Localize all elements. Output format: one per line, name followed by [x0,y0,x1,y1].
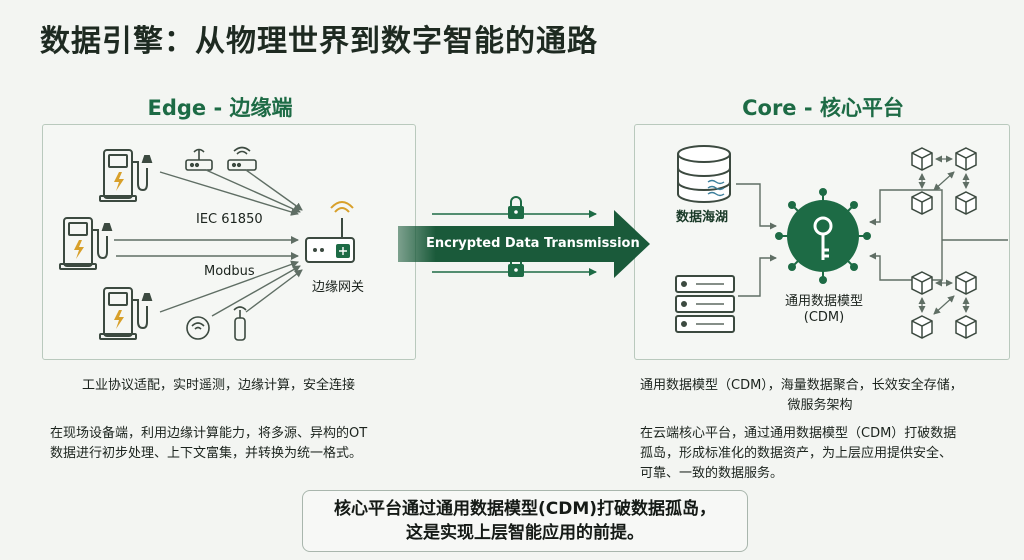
edge-description-line2: 数据进行初步处理、上下文富集，并转换为统一格式。 [50,446,363,461]
core-description-line2: 孤岛，形成标准化的数据资产，为上层应用提供安全、 [640,446,953,461]
edge-gateway-icon [305,201,355,263]
data-lake-label: 数据海湖 [676,210,729,225]
router-icon [185,148,213,171]
core-summary-line2: 微服务架构 [787,398,853,413]
sensor-icon [186,316,210,340]
ev-charger-icon [99,287,153,340]
edge-description-line1: 在现场设备端，利用边缘计算能力，将多源、异构的OT [50,426,368,441]
edge-summary: 工业协议适配，实时遥测，边缘计算，安全连接 [82,378,356,393]
modem-icon [227,146,257,171]
edge-gateway-label: 边缘网关 [312,280,365,295]
conclusion-line2: 这是实现上层智能应用的前提。 [406,523,644,543]
cdm-label-abbr: (CDM) [803,310,845,325]
transmission-arrow [398,210,650,278]
ev-charger-icon [59,217,113,270]
database-icon [677,145,731,203]
server-rack-icon [675,275,735,333]
ev-charger-icon [99,149,153,202]
conclusion-box: 核心平台通过通用数据模型(CDM)打破数据孤岛， 这是实现上层智能应用的前提。 [302,490,748,552]
iot-sensor-icon [233,306,247,341]
edge-section-title: Edge - 边缘端 [147,96,293,120]
core-summary-line1: 通用数据模型（CDM），海量数据聚合，长效安全存储， [640,378,963,393]
transmission-label: Encrypted Data Transmission [426,236,640,251]
protocol-label-modbus: Modbus [204,264,255,279]
microservice-cluster-icon [911,147,977,215]
core-description-line1: 在云端核心平台，通过通用数据模型（CDM）打破数据 [640,426,957,441]
page-title: 数据引擎：从物理世界到数字智能的通路 [40,24,598,59]
core-section-title: Core - 核心平台 [742,96,904,120]
conclusion-line1: 核心平台通过通用数据模型(CDM)打破数据孤岛， [333,499,717,519]
protocol-label-iec61850: IEC 61850 [196,212,263,227]
microservice-cluster-icon [911,271,977,339]
lock-icon [508,196,524,219]
core-description-line3: 可靠、一致的数据服务。 [640,466,784,481]
cdm-label: 通用数据模型 [784,294,863,309]
cdm-hub-icon [775,188,871,284]
